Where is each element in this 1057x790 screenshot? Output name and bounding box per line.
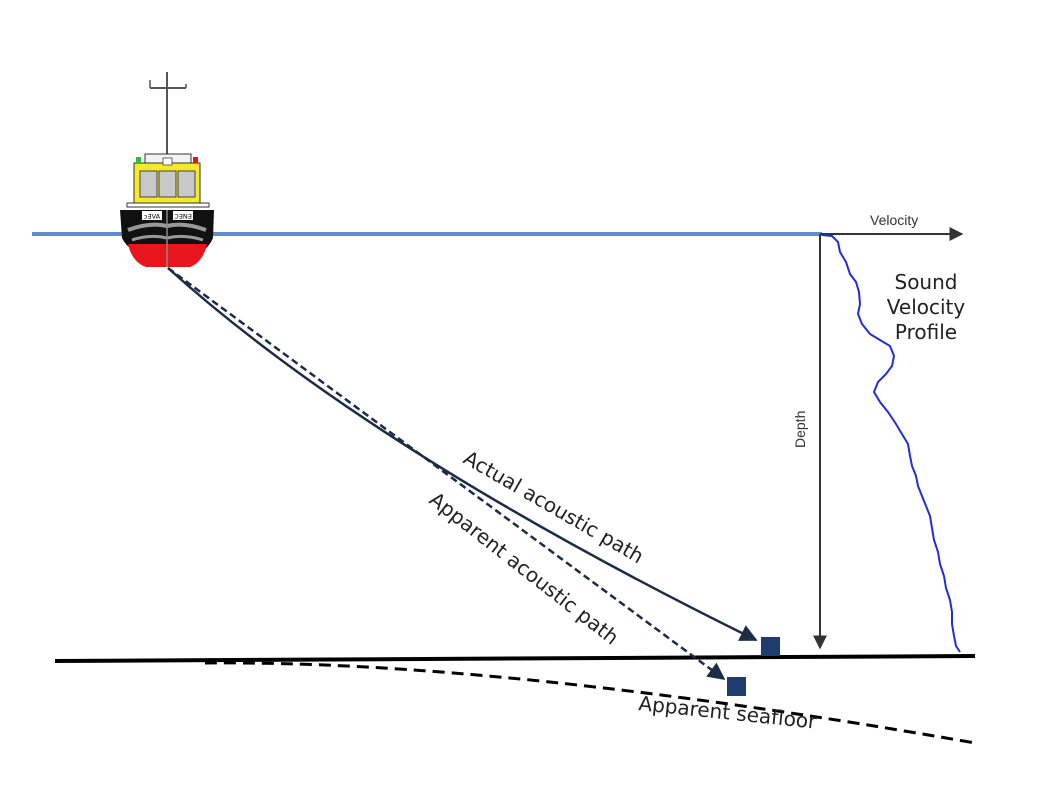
svp-title-line1: Sound (895, 270, 958, 294)
apparent-target-marker (727, 677, 746, 696)
ship-icon: ɔƎVA ƆƎNƎ (120, 72, 214, 267)
depth-axis-label: Depth (792, 411, 808, 448)
velocity-axis-label: Velocity (870, 212, 918, 228)
apparent-path-label: Apparent acoustic path (425, 487, 623, 649)
apparent-path-line (167, 266, 726, 681)
apparent-seafloor-line (204, 661, 976, 745)
seafloor-line (54, 654, 976, 663)
actual-path-line (167, 267, 758, 642)
svp-title-line3: Profile (895, 320, 957, 344)
svg-text:ɔƎVA: ɔƎVA (144, 213, 161, 221)
apparent-seafloor-label: Apparent seafloor (637, 691, 818, 734)
actual-target-marker (761, 637, 780, 656)
svp-title-line2: Velocity (887, 295, 966, 319)
svg-text:ƆƎNƎ: ƆƎNƎ (174, 213, 192, 221)
sound-velocity-profile-curve (821, 234, 961, 653)
